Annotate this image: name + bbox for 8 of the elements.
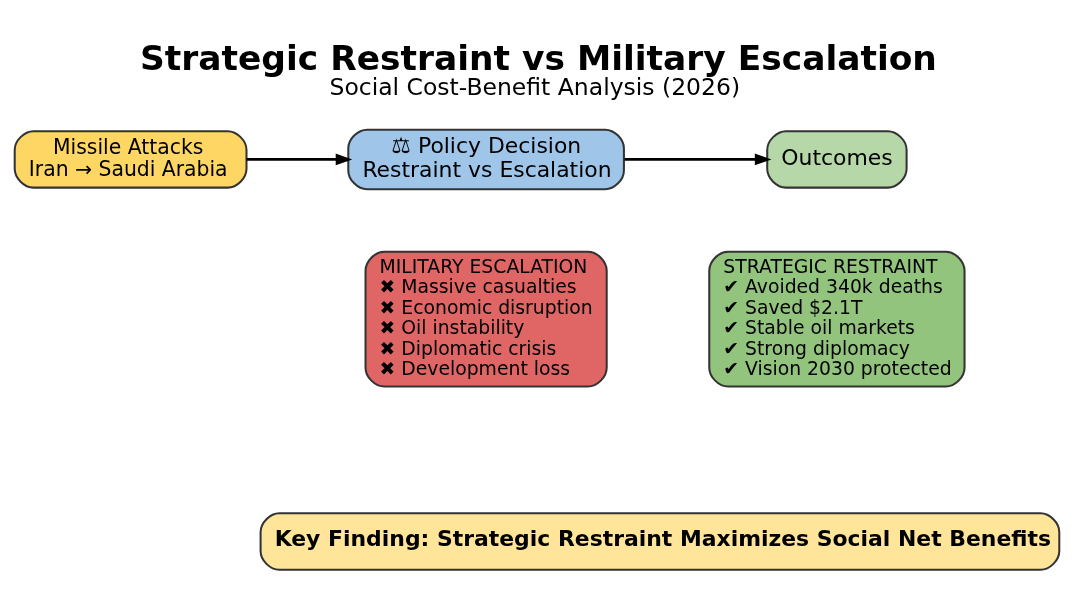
node-box: STRATEGIC RESTRAINT ✔ Avoided 340k deaths ✔ Saved $2.1T ✔ Stable oil markets ✔ Strong diplomacy ✔ Vision 2030 protected (708, 250, 966, 387)
node-box: ⚖ Policy Decision Restraint vs Escalation (347, 128, 625, 190)
arrow (246, 153, 353, 165)
node-box: Key Finding: Strategic Restraint Maximizes Social Net Benefits (259, 511, 1061, 571)
node-box: Missile Attacks Iran → Saudi Arabia (13, 129, 248, 189)
node-box: MILITARY ESCALATION ✖ Massive casualties ✖ Economic disruption ✖ Oil instability ✖ Diplomatic crisis ✖ Development loss (364, 250, 608, 387)
arrow (624, 153, 772, 165)
node-box: Outcomes (766, 129, 908, 189)
